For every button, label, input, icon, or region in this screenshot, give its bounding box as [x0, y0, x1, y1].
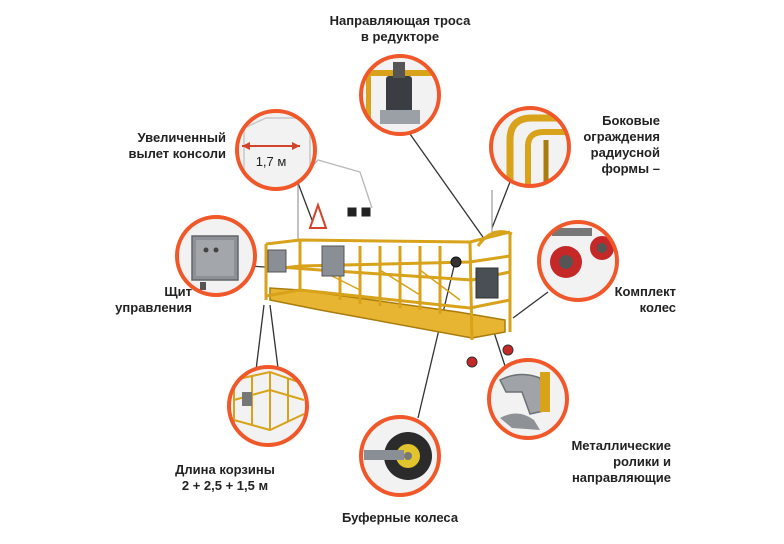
label-buffer-wheels: Буферные колеса	[341, 510, 459, 525]
label-side-guards: Боковые ограждения радиусной формы –	[583, 113, 660, 176]
leader-lines	[250, 133, 549, 419]
callout-basket-length	[227, 365, 309, 447]
label-wheel-set: Комплект колес	[614, 284, 676, 315]
reach-value: 1,7 м	[256, 154, 287, 169]
label-console-reach: Увеличенный вылет консоли	[128, 130, 226, 161]
label-control-panel: Щит управления	[115, 284, 192, 315]
gondola-platform	[264, 159, 514, 368]
callout-control-panel	[175, 215, 257, 297]
callout-wheel-set	[537, 220, 619, 302]
label-metal-rollers: Металлические ролики и направляющие	[571, 438, 671, 485]
label-rope-guide: Направляющая троса в редукторе	[329, 13, 471, 44]
callout-console-reach: 1,7 м	[235, 109, 317, 191]
callout-buffer-wheels	[359, 415, 441, 497]
label-basket-length: Длина корзины 2 + 2,5 + 1,5 м	[175, 462, 275, 493]
callout-metal-rollers	[487, 358, 569, 440]
callout-side-guards	[489, 106, 571, 188]
callout-rope-guide	[359, 54, 441, 136]
